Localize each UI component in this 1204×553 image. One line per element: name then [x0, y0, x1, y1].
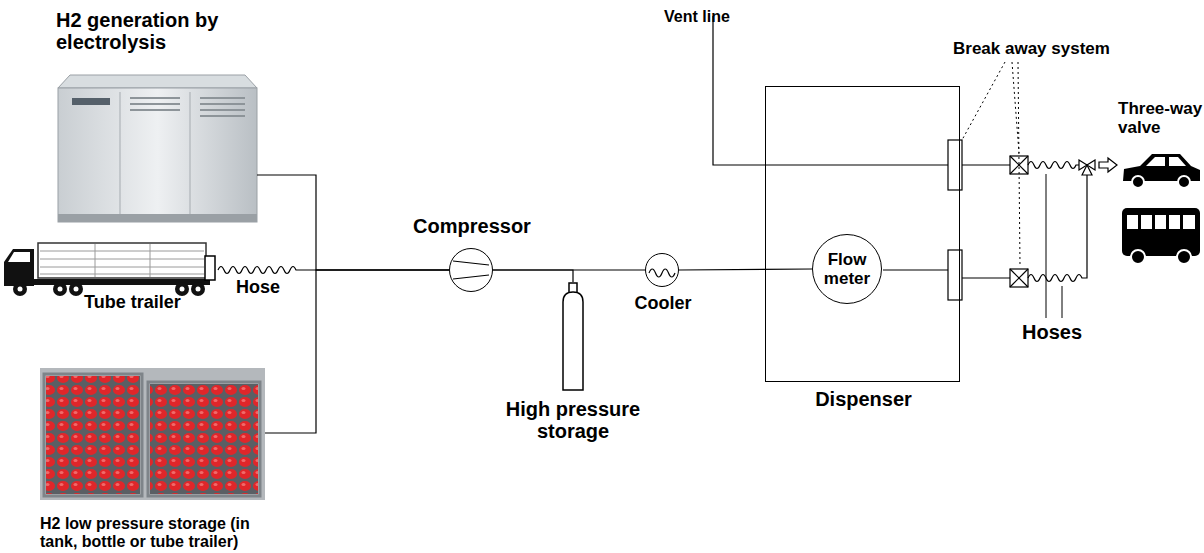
- node-label: Tube trailer: [84, 292, 218, 312]
- leader-line: [1046, 174, 1062, 318]
- storage-rack: [40, 368, 265, 500]
- pipe-connector: [257, 175, 449, 270]
- edge-label: Hose: [234, 277, 282, 297]
- node-label: H2 generation by electrolysis: [50, 5, 257, 54]
- node-label: Cooler: [623, 293, 703, 313]
- node-label: H2 low pressure storage (in tank, bottle…: [40, 515, 265, 551]
- hose-connector: [948, 140, 962, 300]
- pipe-connector: [493, 269, 645, 270]
- bus-icon: [1122, 208, 1200, 264]
- annotation-label: Vent line: [664, 8, 730, 26]
- gas-cylinder: [563, 283, 583, 390]
- high-pressure-storage: High pressure storage: [562, 282, 584, 391]
- vent-line: [713, 16, 948, 165]
- pipe-connector: [265, 270, 449, 433]
- compressor: Compressor: [449, 248, 493, 292]
- outline-arrow: [1099, 158, 1117, 172]
- breakaway-coupling: [1010, 156, 1028, 287]
- flow-meter: Flow meter: [812, 234, 882, 304]
- hose: [1028, 162, 1087, 282]
- three-way-valve: [1079, 160, 1095, 175]
- annotation-label: Three-way valve: [1118, 99, 1204, 137]
- annotation-label: Hoses: [1022, 321, 1082, 343]
- tube-trailer: Tube trailer: [0, 232, 218, 314]
- car-icon: [1123, 154, 1200, 188]
- compressor-symbol: [453, 261, 489, 279]
- annotation-label: Break away system: [953, 39, 1110, 58]
- electrolyser: H2 generation by electrolysis: [50, 5, 257, 227]
- tube-trailer-truck: [4, 243, 215, 296]
- node-label: Flow meter: [816, 250, 878, 288]
- node-label: High pressure storage: [503, 398, 643, 443]
- electrolyser-cabinet: [58, 75, 257, 222]
- node-label: Compressor: [407, 215, 537, 237]
- pipe-connector: [679, 269, 812, 270]
- node-label: Dispenser: [784, 388, 944, 410]
- cooler-symbol: [649, 269, 675, 277]
- pipe: [883, 269, 948, 270]
- pipe-connector: [493, 270, 573, 282]
- leader-line: [962, 62, 1020, 266]
- pipe: [962, 165, 1010, 278]
- low-pressure-storage: H2 low pressure storage (in tank, bottle…: [38, 366, 265, 553]
- cooler: Cooler: [645, 253, 679, 287]
- dispenser: DispenserFlow meter: [765, 86, 960, 382]
